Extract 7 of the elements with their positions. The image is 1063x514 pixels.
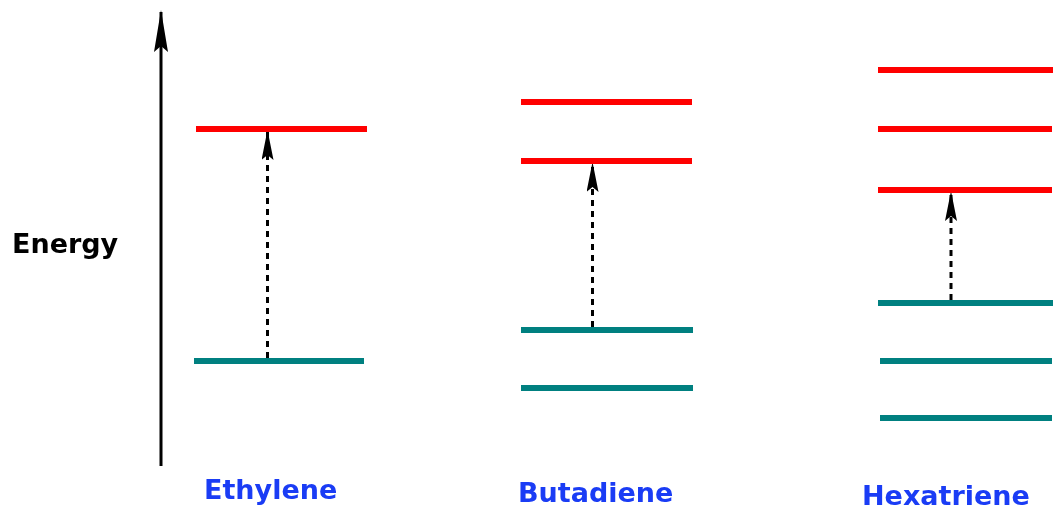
- excitation-arrow: [586, 162, 599, 327]
- molecule-name: Ethylene: [204, 474, 338, 505]
- molecule-name: Butadiene: [518, 477, 674, 508]
- excitation-arrow: [261, 130, 274, 358]
- excitation-arrow: [945, 191, 957, 300]
- molecule-name: Hexatriene: [862, 480, 1030, 511]
- energy-axis-label: Energy: [12, 228, 119, 259]
